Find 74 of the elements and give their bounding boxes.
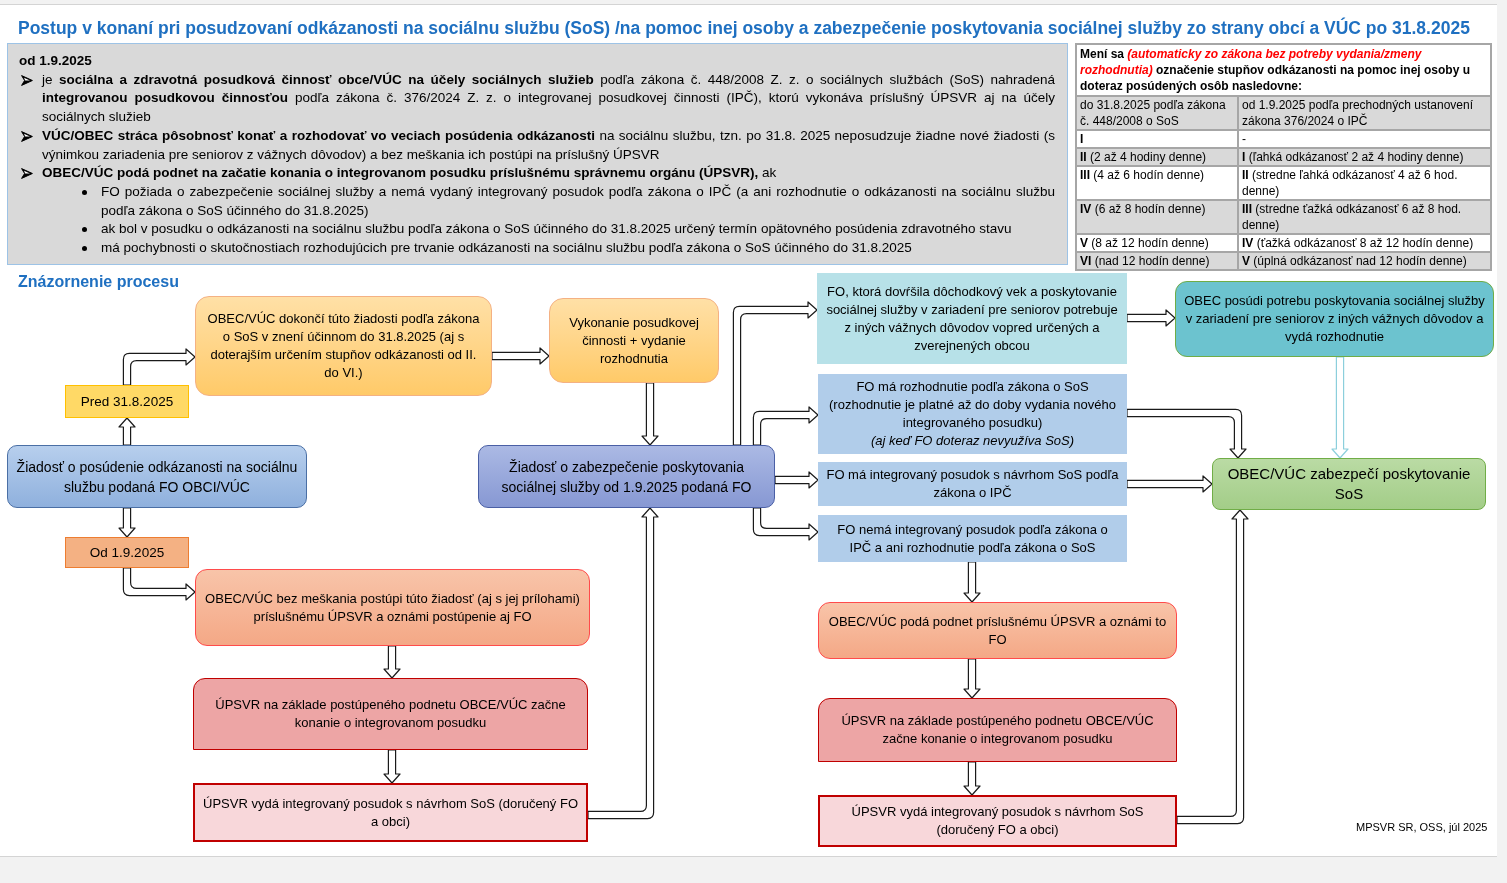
rounded-process-box (818, 602, 1177, 659)
step-text: Od 1.9.2025 (89, 543, 165, 562)
step-text: FO má rozhodnutie podľa zákona o SoS (rozhodnutie je platné až do doby vydania nového integrovaného posudku) (828, 378, 1117, 432)
block-arrow (1126, 475, 1213, 493)
section-heading: Znázornenie procesu (18, 272, 179, 292)
block-arrow (118, 507, 136, 538)
rounded-process-box (549, 298, 719, 383)
block-arrow (122, 567, 196, 601)
process-box (818, 698, 1177, 762)
step-text: Žiadosť o zabezpečenie poskytovania sociálnej služby od 1.9.2025 podaná FO (500, 457, 753, 497)
rounded-process-box (7, 445, 307, 508)
bullet-text: FO požiada o zabezpečenie sociálnej služby a nemá vydaný integrovaný posudok podľa zákona o IPČ (a ani rozhodnutie o odkázanosti na sociálnu službu podľa zákona o SoS účinného do 31.8.2025) (101, 182, 1055, 220)
rounded-process-box (195, 296, 492, 396)
step-text: FO, ktorá dovŕšila dôchodkový vek a poskytovanie sociálnej služby v zariadení pre seniorov potrebuje z iných vážnych dôvodov vopred určených a zverejnených obcou (825, 282, 1119, 355)
block-arrow (122, 348, 196, 386)
block-arrow (383, 749, 401, 784)
step-text: Žiadosť o posúdenie odkázanosti na sociálnu službu podaná FO OBCI/VÚC (16, 457, 298, 497)
block-arrow (383, 645, 401, 679)
step-text: Vykonanie posudkovej činnosti + vydanie rozhodnutia (568, 313, 700, 368)
block-arrow (752, 406, 819, 446)
rounded-process-box (1212, 458, 1486, 510)
table-cell: III (4 až 6 hodín denne) (1076, 166, 1238, 200)
process-box (818, 795, 1177, 847)
process-box (193, 678, 588, 750)
step-text: ÚPSVR na základe postúpeného podnetu OBCE/VÚC začne konanie o integrovanom posudku (840, 712, 1155, 748)
date-box (65, 385, 189, 418)
block-arrow (963, 761, 981, 796)
panel-heading: od 1.9.2025 (19, 52, 93, 70)
info-panel (7, 43, 1068, 265)
block-arrow (1176, 509, 1249, 825)
block-arrow (963, 658, 981, 699)
table-cell: Mení sa (automaticky zo zákona bez potreby vydania/zmeny rozhodnutia) označenie stupňov odkázanosti na pomoc inej osoby u doteraz posúdených osôb nasledovne: (1076, 44, 1491, 96)
block-arrow (752, 507, 819, 541)
block-arrow (732, 301, 818, 446)
block-arrow (1331, 356, 1349, 459)
step-text: ÚPSVR vydá integrovaný posudok s návrhom SoS (doručený FO a obci) (203, 794, 578, 831)
table-cell: II (stredne ľahká odkázanosť 4 až 6 hod. denne) (1238, 166, 1491, 200)
bullet-text: má pochybnosti o skutočnostiach rozhodujúcich pre trvanie odkázanosti na sociálnu službu podľa zákona o SoS účinného do 31.8.2025 (101, 239, 913, 258)
step-text: ÚPSVR na základe postúpeného podnetu OBCE/VÚC začne konanie o integrovanom posudku (214, 696, 567, 732)
process-box (818, 374, 1127, 454)
block-arrow (963, 561, 981, 603)
step-text: OBEC/VÚC dokončí túto žiadosti podľa zákona o SoS v znení účinnom do 31.8.2025 (aj s doterajším určením stupňov odkázanosti od II. do VI.) (206, 310, 481, 382)
step-text: OBEC/VÚC podá podnet príslušnému ÚPSVR a oznámi to FO (827, 612, 1168, 649)
date-box (65, 537, 189, 568)
step-text: (aj keď FO doteraz nevyužíva SoS) (870, 432, 1075, 450)
step-text: FO nemá integrovaný posudok podľa zákona o IPČ a ani rozhodnutie podľa zákona o SoS (836, 520, 1109, 557)
table-cell: od 1.9.2025 podľa prechodných ustanovení zákona 376/2024 o IPČ (1238, 96, 1491, 130)
process-box (817, 273, 1127, 364)
rounded-process-box (195, 569, 590, 646)
block-arrow (641, 382, 659, 446)
step-text: FO má integrovaný posudok s návrhom SoS podľa zákona o IPČ (826, 466, 1119, 502)
table-cell: III (stredne ťažká odkázanosť 6 až 8 hod. denne) (1238, 200, 1491, 234)
block-arrow (774, 471, 819, 489)
table-cell: do 31.8.2025 podľa zákona č. 448/2008 o SoS (1076, 96, 1238, 130)
step-text: OBEC/VÚC bez meškania postúpi túto žiadosť (aj s jej prílohami) príslušnému ÚPSVR a oznámi postúpenie aj FO (204, 589, 581, 626)
step-text: ÚPSVR vydá integrovaný posudok s návrhom SoS (doručený FO a obci) (850, 803, 1145, 839)
footer-note: MPSVR SR, OSS, júl 2025 (1356, 820, 1488, 835)
block-arrow (587, 507, 659, 820)
bullet-text: OBEC/VÚC podá podnet na začatie konania o integrovanom posudku príslušnému správnemu orgánu (ÚPSVR), ak (42, 164, 778, 183)
rounded-process-box (1175, 281, 1494, 357)
bullet-text: ak bol v posudku o odkázanosti na sociálnu službu podľa zákona o SoS účinného do 31.8.2025 určený termín opätovného posúdenia zdravotného stavu (101, 220, 1013, 239)
process-box (818, 515, 1127, 562)
page-title: Postup v konaní pri posudzovaní odkázanosti na sociálnu službu (SoS) /na pomoc inej osoby a zabezpečenie poskytovania sociálnej služby zo strany obcí a VÚC po 31.8.2025 (18, 16, 1470, 40)
block-arrow (491, 347, 550, 365)
rounded-process-box (478, 445, 775, 508)
table-cell: IV (6 až 8 hodín denne) (1076, 200, 1238, 234)
process-box (818, 462, 1127, 506)
block-arrow (1126, 309, 1176, 327)
step-text: OBEC posúdi potrebu poskytovania sociálnej služby v zariadení pre seniorov z iných vážnych dôvodov a vydá rozhodnutie (1184, 292, 1485, 346)
block-arrow (118, 417, 136, 446)
step-text: OBEC/VÚC zabezpečí poskytovanie SoS (1226, 464, 1472, 504)
block-arrow (1126, 408, 1247, 459)
step-text: Pred 31.8.2025 (80, 392, 174, 411)
process-box (193, 783, 588, 842)
